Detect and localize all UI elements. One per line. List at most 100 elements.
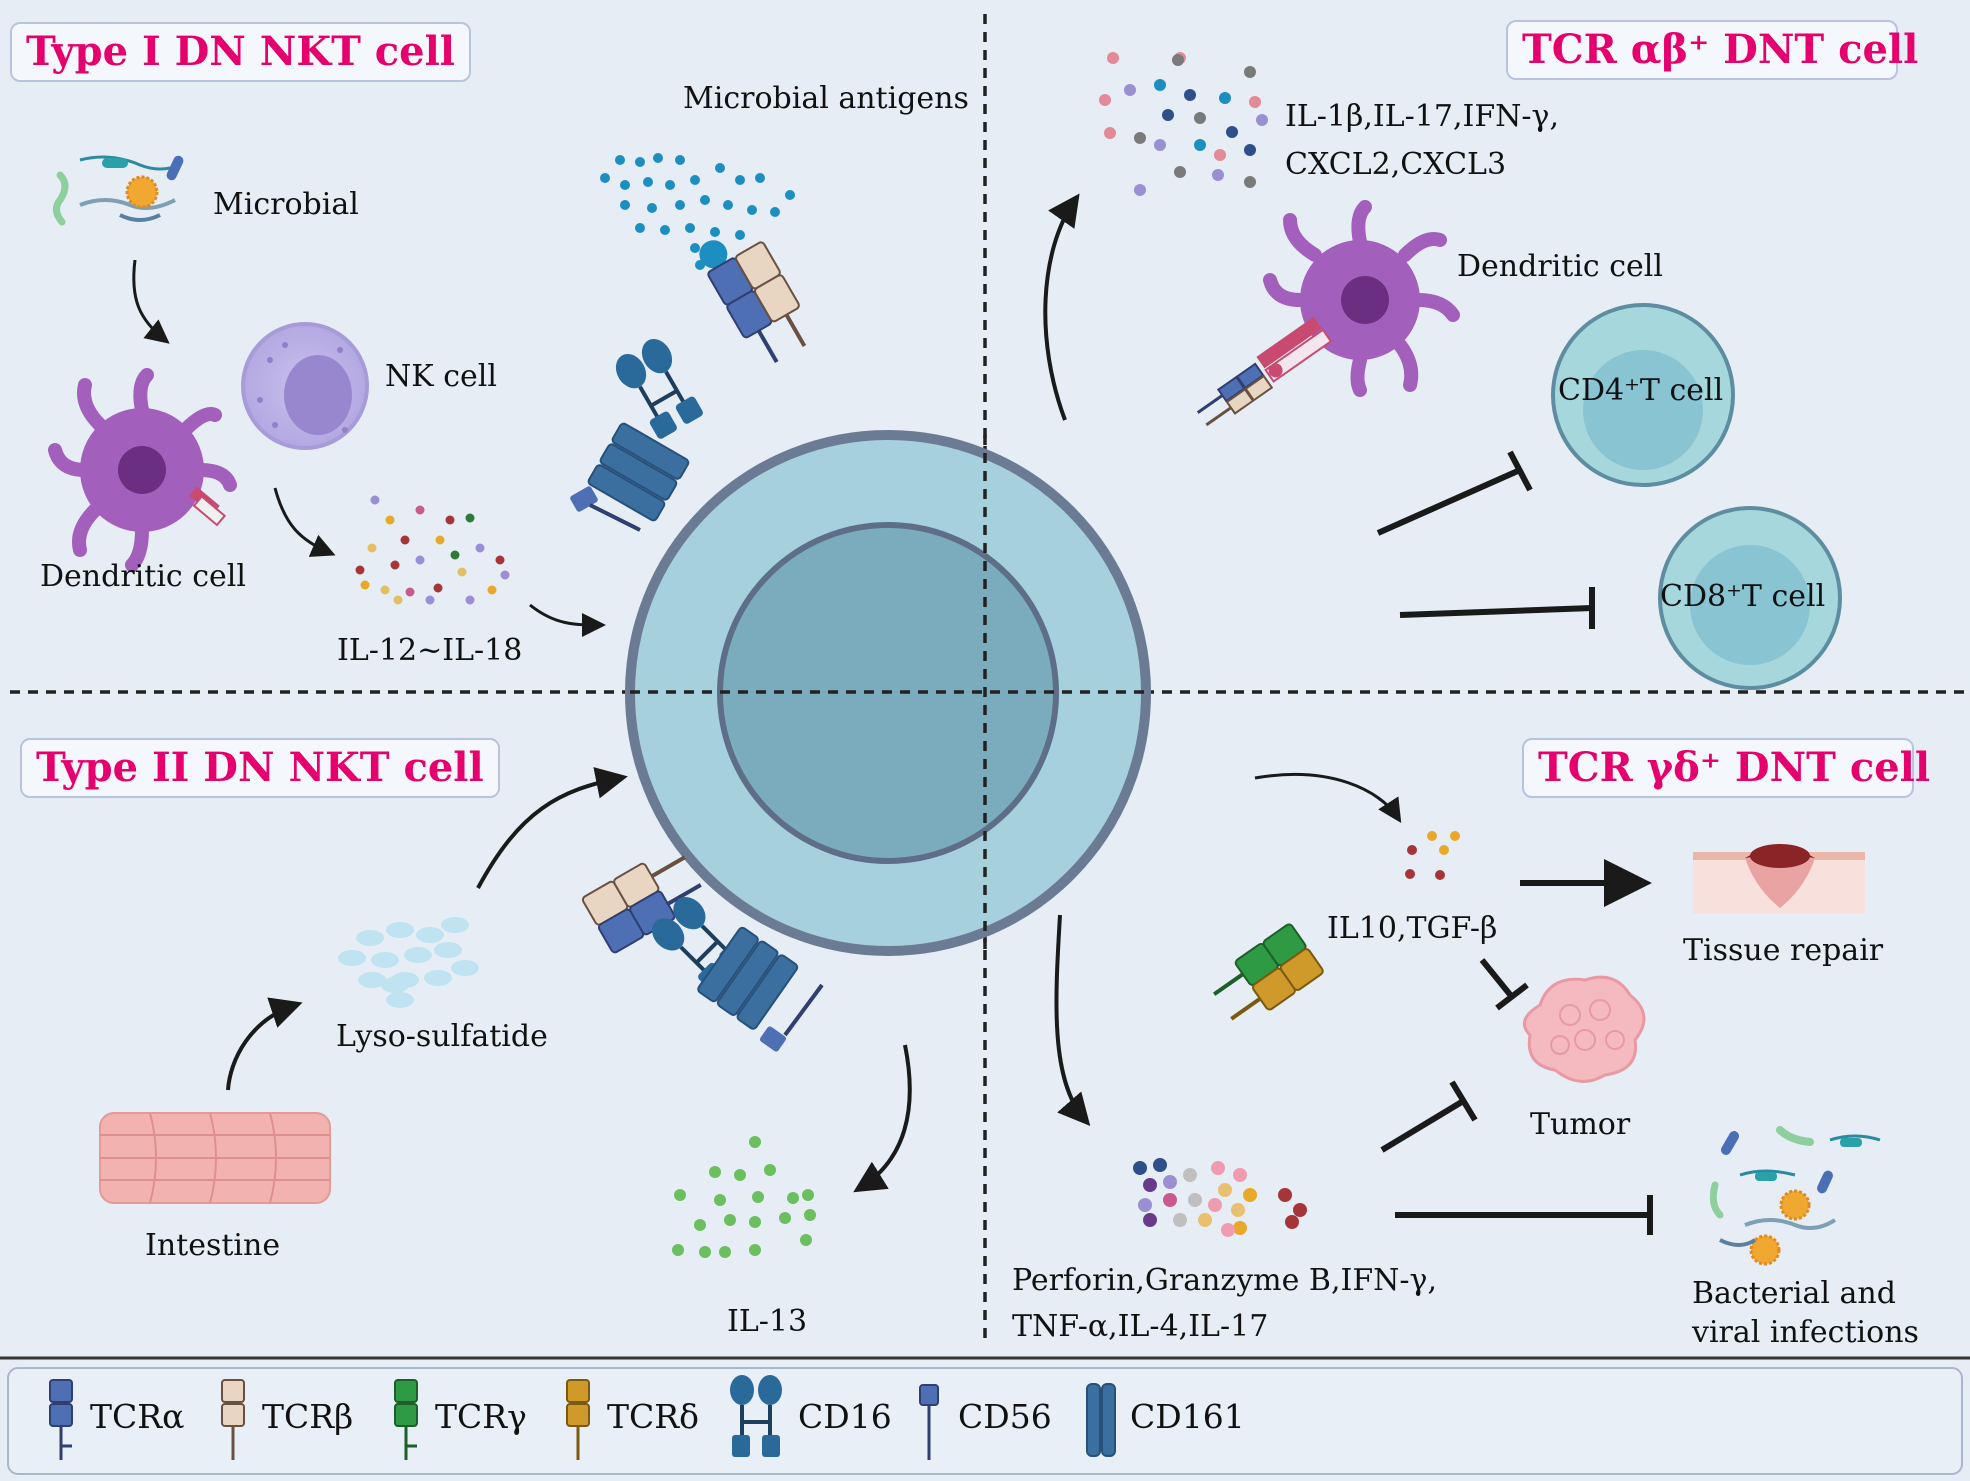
molecule-dot [1233, 1221, 1247, 1235]
molecule-dot [1194, 139, 1206, 151]
cd56-receptor [570, 486, 641, 532]
inhibit-cd4 [1376, 450, 1533, 536]
molecule-dot [752, 1191, 764, 1203]
label-microbial: Microbial [213, 187, 359, 222]
lyso-sulfatide-blob [441, 917, 469, 933]
ab-cytokine-dots [1099, 52, 1268, 196]
legend-label-tcr-delta: TCRδ [607, 1397, 699, 1436]
molecule-dot [770, 207, 780, 217]
molecule-dot [735, 175, 745, 185]
lyso-sulfatide-blob [381, 977, 409, 993]
molecule-dot [709, 1166, 721, 1178]
molecule-dot [665, 180, 675, 190]
molecule-dot [1143, 1178, 1157, 1192]
tcr-gamma-icon [394, 1379, 418, 1460]
label-cd4-t-cell: CD4⁺T cell [1558, 373, 1724, 408]
cd56-receptor-2 [760, 983, 824, 1052]
molecule-dot [1243, 1188, 1257, 1202]
molecule-dot [1163, 1175, 1177, 1189]
molecule-dot [1154, 139, 1166, 151]
molecule-dot [1188, 1193, 1202, 1207]
molecule-dot [675, 200, 685, 210]
molecule-dot [1244, 176, 1256, 188]
il12-il18-dots [355, 495, 510, 605]
inhibit-il10-tumor [1479, 958, 1529, 1011]
lyso-sulfatide-blob [404, 947, 432, 963]
lyso-sulfatide-blob [416, 927, 444, 943]
lyso-sulfatide-blob [434, 942, 462, 958]
molecule-dot [734, 1169, 746, 1181]
molecule-dot [749, 1216, 761, 1228]
molecule-dot [360, 580, 370, 590]
molecule-dot [1172, 54, 1184, 66]
molecule-dot [715, 163, 725, 173]
lyso-sulfatide-blob [386, 992, 414, 1008]
molecule-dot [1221, 1223, 1235, 1237]
molecule-dot [660, 225, 670, 235]
tcr-beta-icon [221, 1379, 245, 1460]
molecule-dot [415, 505, 425, 515]
legend-label-cd56: CD56 [958, 1397, 1052, 1436]
label-dendritic-cell-left: Dendritic cell [40, 559, 247, 594]
molecule-dot [749, 1136, 761, 1148]
molecule-dot [735, 230, 745, 240]
molecule-dot [694, 1219, 706, 1231]
arrow-nk-to-il12 [273, 487, 336, 557]
legend-label-cd16: CD16 [798, 1397, 892, 1436]
molecule-dot [802, 1189, 814, 1201]
legend-label-cd161: CD161 [1130, 1397, 1245, 1436]
molecule-dot [1174, 166, 1186, 178]
molecule-dot [1233, 1168, 1247, 1182]
molecule-dot [495, 555, 505, 565]
cd161-receptor [587, 422, 690, 522]
lyso-sulfatide-blob [338, 950, 366, 966]
cd56-icon [919, 1384, 939, 1460]
cd161-receptor-2 [697, 926, 799, 1030]
molecule-dot [1244, 66, 1256, 78]
molecule-dot [367, 543, 377, 553]
arrow-cell-to-effectors [1054, 914, 1091, 1127]
nk-cell-icon [241, 322, 369, 450]
molecule-dot [425, 595, 435, 605]
dendritic-cell-icon-left [48, 368, 237, 572]
arrow-cell-to-il13 [853, 1044, 912, 1193]
inhibit-effectors-tumor [1380, 1080, 1478, 1153]
cd161-icon [1086, 1383, 1116, 1457]
molecule-dot [714, 1194, 726, 1206]
molecule-dot [804, 1209, 816, 1221]
molecule-dot [1212, 169, 1224, 181]
molecule-dot [465, 595, 475, 605]
cd4-t-cell-icon [1551, 303, 1735, 487]
label-intestine: Intestine [145, 1228, 281, 1263]
lyso-sulfatide-blob [358, 972, 386, 988]
molecule-dot [1218, 1183, 1232, 1197]
molecule-dot [500, 570, 510, 580]
title-tcr-gd-dnt: TCR γδ⁺ DNT cell [1522, 738, 1930, 798]
molecule-dot [435, 535, 445, 545]
molecule-dot [675, 155, 685, 165]
molecule-dot [415, 555, 425, 565]
molecule-dot [719, 1246, 731, 1258]
label-nk-cell: NK cell [385, 359, 497, 394]
molecule-dot [1194, 112, 1206, 124]
cd16-icon [730, 1375, 782, 1457]
molecule-dot [747, 205, 757, 215]
label-lyso-sulfatide: Lyso-sulfatide [336, 1019, 548, 1054]
label-tissue-repair: Tissue repair [1683, 933, 1884, 968]
label-cd8-t-cell: CD8⁺T cell [1660, 579, 1826, 614]
molecule-dot [1211, 1161, 1225, 1175]
molecule-dot [1184, 89, 1196, 101]
molecule-dot [1124, 84, 1136, 96]
molecule-dot [487, 585, 497, 595]
molecule-dot [1249, 96, 1261, 108]
molecule-dot [1162, 109, 1174, 121]
molecule-dot [370, 495, 380, 505]
molecule-dot [620, 180, 630, 190]
molecule-dot [1226, 126, 1238, 138]
intestine-icon [99, 1112, 331, 1204]
label-dendritic-cell-right: Dendritic cell [1457, 249, 1664, 284]
molecule-dot [723, 200, 733, 210]
molecule-dot [724, 1214, 736, 1226]
molecule-dot [685, 223, 695, 233]
il10-tgf-dots [1405, 831, 1460, 880]
